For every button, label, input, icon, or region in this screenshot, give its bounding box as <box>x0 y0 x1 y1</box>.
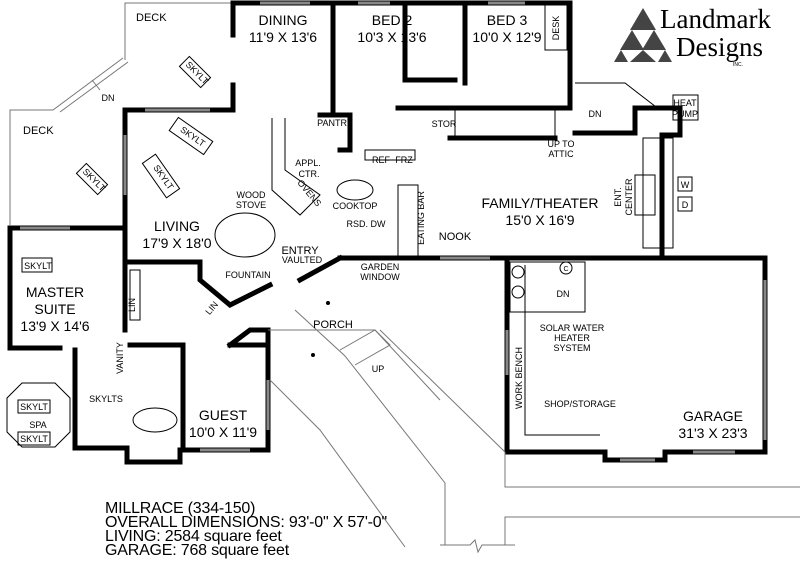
windows <box>20 1 767 462</box>
master-label-2: SUITE <box>34 301 75 317</box>
up-to-attic-label-1: UP TO <box>547 139 574 149</box>
fountain-label: FOUNTAIN <box>225 270 270 280</box>
appl-ctr-label-2: CTR. <box>299 169 320 179</box>
vanity-label: VANITY <box>115 342 125 374</box>
solar-label-3: SYSTEM <box>553 343 590 353</box>
deck-upper-label: DECK <box>136 12 167 24</box>
overall-dimensions: OVERALL DIMENSIONS: 93'-0" X 57'-0" <box>105 514 387 531</box>
room-labels: DECK DECK DINING 11'9 X 13'6 BED 2 10'3 … <box>20 12 747 441</box>
garage-area: GARAGE: 768 square feet <box>105 542 290 559</box>
eating-bar-label: EATING BAR <box>416 191 426 245</box>
logo-line1: Landmark <box>660 4 771 34</box>
stair-dn-label: DN <box>589 109 602 119</box>
living-dim: 17'9 X 18'0 <box>142 235 211 251</box>
shop-storage-label: SHOP/STORAGE <box>544 399 616 409</box>
family-label: FAMILY/THEATER <box>482 195 599 211</box>
bed2-dim: 10'3 X 13'6 <box>357 29 426 45</box>
dryer-label: D <box>682 200 689 210</box>
wood-stove-label-2: STOVE <box>236 200 266 210</box>
skylight-spa-2: SKYLT <box>20 434 48 444</box>
site-lines <box>268 301 800 554</box>
bed3-label: BED 3 <box>487 12 528 28</box>
bed2-label: BED 2 <box>372 12 413 28</box>
ent-center-label-2: CENTER <box>624 178 634 216</box>
master-dim: 13'9 X 14'6 <box>20 318 89 334</box>
plan-info: MILLRACE (334-150) OVERALL DIMENSIONS: 9… <box>105 500 387 559</box>
ovens-label: OVENS <box>295 178 323 209</box>
pantry-label: PANTRY <box>317 118 353 128</box>
desk-label: DESK <box>551 16 561 41</box>
garden-window-label-2: WINDOW <box>360 272 400 282</box>
entry-label: ENTRY <box>281 245 319 257</box>
porch-up-label: UP <box>372 364 385 374</box>
skylight-deck-lower: SKYLT <box>81 166 108 193</box>
garage-dn-label: DN <box>557 289 570 299</box>
rsd-dw-label: RSD. DW <box>347 219 387 229</box>
bed3-dim: 10'0 X 12'9 <box>472 29 541 45</box>
guest-label: GUEST <box>199 407 248 423</box>
porch-label: PORCH <box>313 319 353 331</box>
stor-label: STOR <box>432 119 457 129</box>
vaulted-label: VAULTED <box>282 255 323 265</box>
up-to-attic-label-2: ATTIC <box>548 149 574 159</box>
family-dim: 15'0 X 16'9 <box>505 212 574 228</box>
garden-window-label-1: GARDEN <box>361 262 400 272</box>
c-label: C <box>563 266 568 273</box>
living-label: LIVING <box>154 218 200 234</box>
fixtures <box>6 4 699 448</box>
walls <box>7 0 768 465</box>
guest-dim: 10'0 X 11'9 <box>189 424 257 440</box>
work-bench-label: WORK BENCH <box>514 347 524 409</box>
skylight-spa-1: SKYLT <box>20 402 48 412</box>
plan-name: MILLRACE (334-150) <box>105 500 255 517</box>
solar-label-2: HEATER <box>554 333 590 343</box>
master-label-1: MASTER <box>26 284 84 300</box>
cooktop-label: COOKTOP <box>333 201 378 211</box>
skylights-bath-label: SKYLTS <box>89 394 123 404</box>
triangle-logo-icon <box>614 8 672 62</box>
nook-label: NOOK <box>439 231 472 243</box>
logo-line2: Designs <box>676 32 763 62</box>
ref-label: REF <box>372 155 391 165</box>
frz-label: FRZ <box>395 155 413 165</box>
deck-stair-dn-label: DN <box>102 93 115 103</box>
logo-inc: INC. <box>733 62 743 68</box>
deck-lower-label: DECK <box>23 125 54 137</box>
lin-label-2: LIN <box>203 299 220 316</box>
appl-ctr-label-1: APPL. <box>295 158 321 168</box>
skylight-master-label: SKYLT <box>24 261 52 271</box>
living-area: LIVING: 2584 square feet <box>105 528 282 545</box>
spa-label: SPA <box>29 420 46 430</box>
skylight-deck: SKYLT <box>184 59 211 86</box>
garage-label: GARAGE <box>683 408 743 424</box>
garage-dim: 31'3 X 23'3 <box>678 425 747 441</box>
dining-dim: 11'9 X 13'6 <box>249 29 317 45</box>
ent-center-label-1: ENT. <box>613 187 623 207</box>
wood-stove-label-1: WOOD <box>237 190 266 200</box>
washer-label: W <box>681 180 690 190</box>
solar-label-1: SOLAR WATER <box>540 323 605 333</box>
heat-pump-label-2: PUMP <box>672 109 698 119</box>
lin-label-1: LIN <box>127 298 137 312</box>
heat-pump-label-1: HEAT <box>673 98 697 108</box>
deck-outlines <box>9 2 233 225</box>
landmark-designs-logo: Landmark Designs INC. <box>614 4 771 68</box>
dining-label: DINING <box>259 12 308 28</box>
